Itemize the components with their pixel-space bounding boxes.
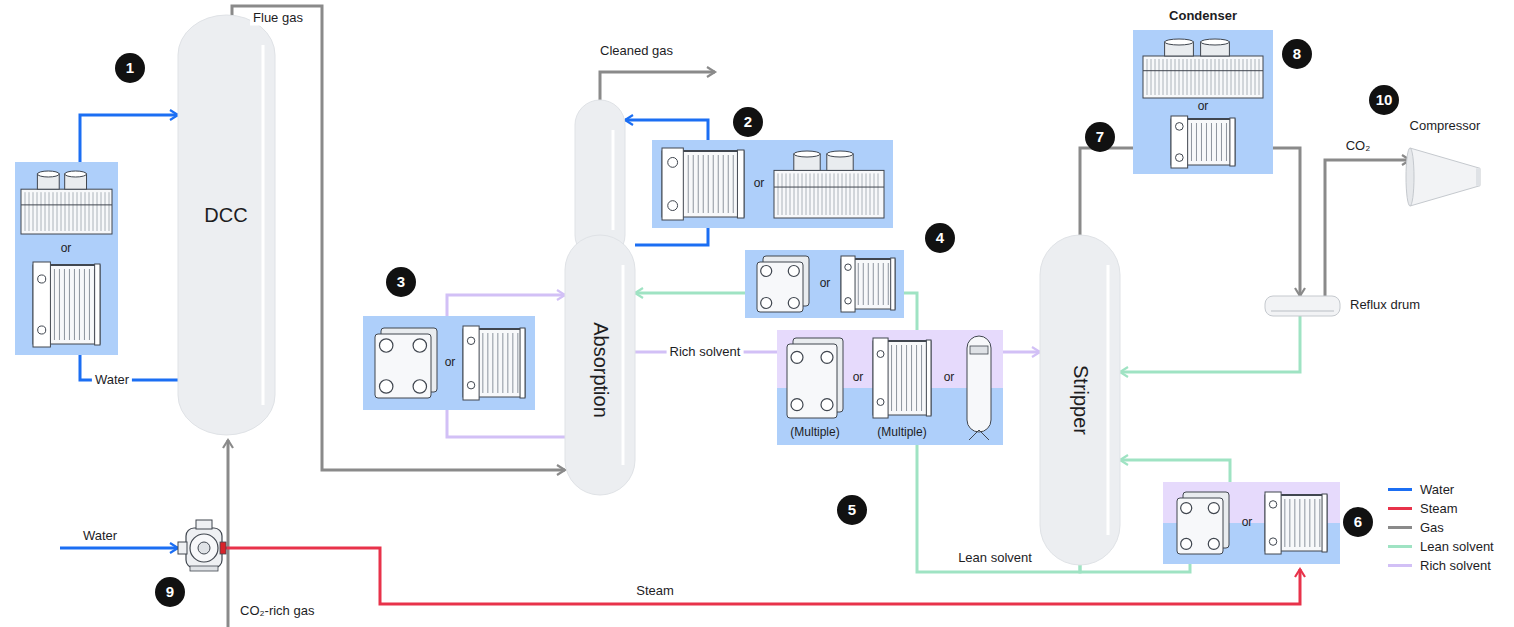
callout-number: 8	[1282, 39, 1312, 69]
equipment-label: Reflux drum	[1350, 298, 1420, 313]
callout-number: 9	[155, 577, 185, 607]
legend-text: Lean solvent	[1420, 539, 1494, 554]
stream-label: Cleaned gas	[600, 44, 673, 59]
legend-swatch	[1388, 507, 1412, 510]
stream-label: Rich solvent	[667, 345, 744, 360]
stripper-column: Stripper	[1040, 235, 1120, 565]
pipe-connector	[1120, 460, 1230, 482]
legend-swatch	[1388, 488, 1412, 491]
heat-exchanger-panel: or	[363, 316, 535, 410]
equipment-label: or	[820, 277, 831, 291]
legend-swatch	[1388, 526, 1412, 529]
pipe-connector	[635, 292, 745, 295]
callout-number: 10	[1369, 85, 1399, 115]
callout-number: 5	[837, 495, 867, 525]
pipe-connector	[904, 293, 917, 330]
pump-symbol	[178, 520, 226, 571]
stream-label: Water	[83, 529, 117, 544]
equipment-symbol	[565, 100, 635, 495]
legend-entry: Lean solvent	[1388, 539, 1494, 554]
pipe-connector	[1120, 316, 1300, 372]
pipe-connector	[1003, 351, 1040, 354]
cleaned-gas-line	[600, 72, 715, 100]
heat-exchanger-panel: or	[15, 162, 118, 355]
legend-text: Steam	[1420, 501, 1458, 516]
equipment-symbol	[1133, 8, 1273, 174]
equipment-label: or	[61, 242, 72, 256]
legend-entry: Steam	[1388, 501, 1458, 516]
legend-entry: Rich solvent	[1388, 558, 1491, 573]
compressor: Compressor	[1398, 118, 1492, 212]
heat-exchanger-panel: or	[1163, 482, 1340, 564]
stream-label: Lean solvent	[955, 551, 1035, 566]
legend-entry: Water	[1388, 482, 1454, 497]
equipment-label: or	[1242, 516, 1253, 530]
legend-text: Gas	[1420, 520, 1444, 535]
equipment-symbol	[652, 140, 893, 228]
equipment-label: or	[944, 371, 955, 385]
column-label: Stripper	[1069, 365, 1092, 435]
stream-label: Steam	[636, 584, 674, 599]
stream-label: Water	[92, 373, 132, 388]
heat-exchanger-panel: (Multiple) or (Multiple) or	[777, 330, 1003, 445]
legend-text: Water	[1420, 482, 1454, 497]
legend-text: Rich solvent	[1420, 558, 1491, 573]
pipe-connector	[625, 120, 708, 140]
pipe-connector	[447, 410, 565, 437]
equipment-label: Compressor	[1410, 119, 1481, 134]
pipe-connector	[232, 6, 565, 470]
equipment-symbol	[15, 162, 118, 355]
pipe-connector	[447, 295, 565, 316]
pipe-connector	[1080, 564, 1190, 572]
stream-label: Flue gas	[250, 11, 306, 26]
legend-entry: Gas	[1388, 520, 1444, 535]
equipment-label: or	[754, 177, 765, 191]
dcc-column: DCC	[178, 15, 275, 435]
callout-number: 7	[1085, 122, 1115, 152]
legend-swatch	[1388, 564, 1412, 567]
pipe-connector	[80, 115, 178, 162]
stream-label: CO₂	[1343, 139, 1374, 154]
heat-exchanger-panel: or	[652, 140, 893, 228]
column-label: Absorption	[589, 322, 612, 418]
equipment-label: (Multiple)	[790, 426, 839, 440]
pipe-connector	[635, 228, 708, 245]
equipment-label: or	[1198, 100, 1209, 114]
equipment-label: Condenser	[1169, 9, 1237, 24]
pipe-connector	[1325, 160, 1410, 296]
legend-swatch	[1388, 545, 1412, 548]
pipe-connector	[1080, 148, 1133, 235]
reflux-drum: Reflux drum	[1265, 292, 1435, 318]
co2-rich-gas-line	[227, 440, 230, 627]
steam-line	[222, 548, 1300, 604]
water-inlet-line	[60, 547, 178, 550]
heat-exchanger-panel: or	[745, 250, 904, 318]
callout-number: 1	[115, 53, 145, 83]
condenser-panel: Condenser or	[1133, 8, 1273, 174]
callout-number: 2	[733, 107, 763, 137]
stream-label: CO₂-rich gas	[240, 604, 314, 619]
callout-number: 6	[1343, 507, 1373, 537]
callout-number: 4	[925, 223, 955, 253]
equipment-label: or	[445, 356, 456, 370]
pipe-connector	[1273, 148, 1300, 296]
absorption-column: Absorption	[565, 100, 635, 495]
column-label: DCC	[204, 204, 247, 227]
equipment-label: (Multiple)	[877, 426, 926, 440]
equipment-label: or	[853, 371, 864, 385]
callout-number: 3	[386, 267, 416, 297]
